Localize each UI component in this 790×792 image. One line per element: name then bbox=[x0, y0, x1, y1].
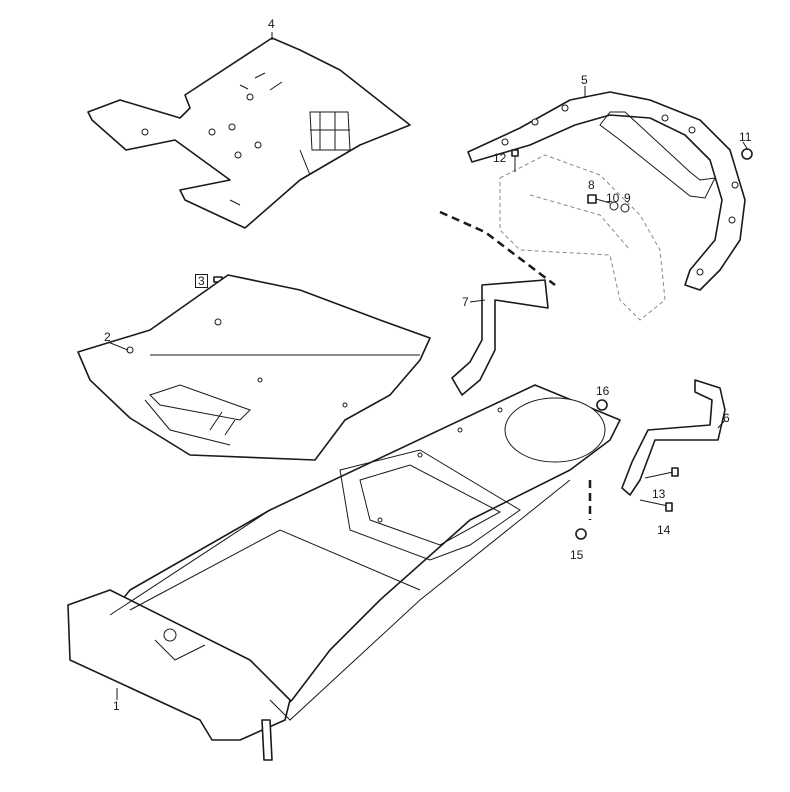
callout-2: 2 bbox=[104, 330, 111, 344]
callout-3: 3 bbox=[195, 274, 208, 288]
callout-5: 5 bbox=[581, 73, 588, 87]
callout-13: 13 bbox=[652, 487, 666, 501]
bracket-part-6 bbox=[621, 379, 726, 496]
hardware-bolts bbox=[511, 148, 753, 213]
callout-12: 12 bbox=[493, 151, 507, 165]
callout-15: 15 bbox=[570, 548, 584, 562]
callout-8: 8 bbox=[588, 178, 595, 192]
callout-14: 14 bbox=[657, 523, 671, 537]
frame-part-1 bbox=[67, 384, 621, 761]
callout-6: 6 bbox=[723, 411, 730, 425]
footplate-part-2 bbox=[77, 274, 431, 461]
callout-10: 10 bbox=[606, 191, 620, 205]
callout-4: 4 bbox=[268, 17, 275, 31]
rear-bumper-part-5 bbox=[467, 91, 746, 291]
callout-7: 7 bbox=[462, 295, 469, 309]
floor-mat-part-4 bbox=[87, 37, 411, 229]
bracket-part-7 bbox=[451, 279, 549, 396]
callout-16: 16 bbox=[596, 384, 610, 398]
callout-11: 11 bbox=[739, 130, 752, 144]
callout-1: 1 bbox=[113, 699, 120, 713]
callout-9: 9 bbox=[624, 191, 631, 205]
